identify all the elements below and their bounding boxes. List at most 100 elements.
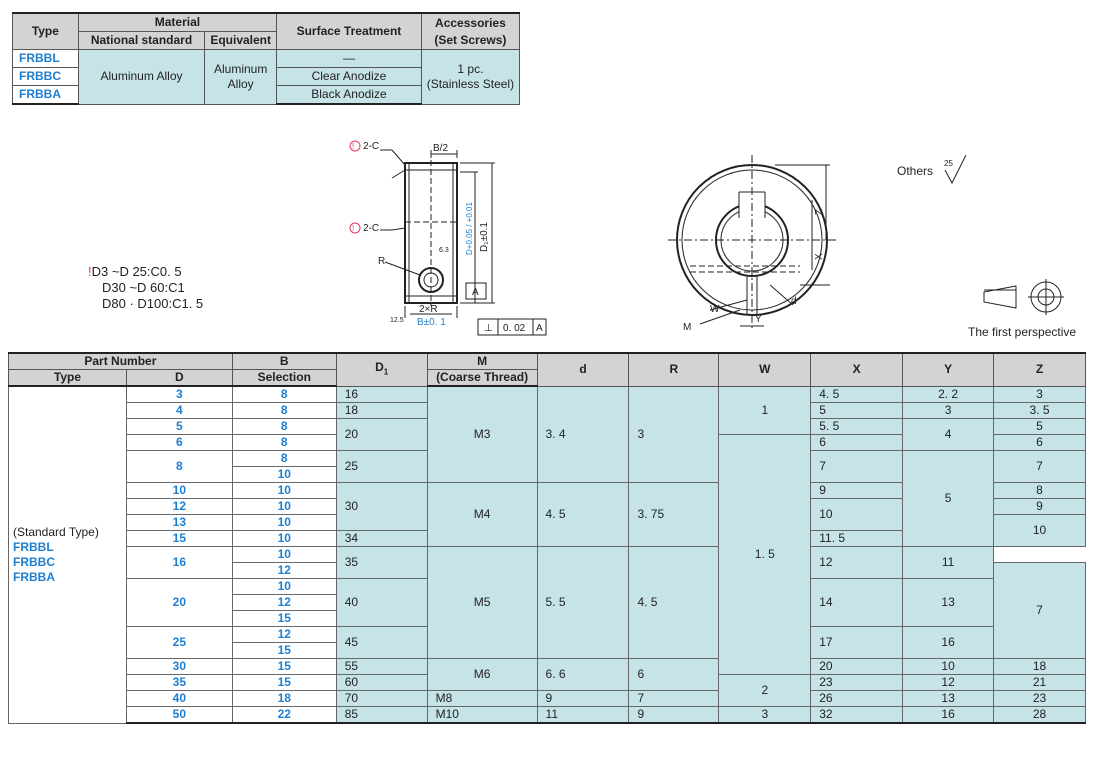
b-value: 10: [231, 546, 337, 563]
x-value: 26: [810, 690, 904, 707]
m-value: M3: [426, 385, 538, 483]
d-value: 13: [125, 514, 233, 531]
b-value: 10: [231, 466, 337, 483]
equivalent-value: Aluminum Alloy: [204, 49, 278, 105]
d-value: 4: [125, 402, 233, 419]
header-equivalent: Equivalent: [204, 31, 278, 50]
b-value: 8: [231, 450, 337, 467]
x-value: 6: [810, 434, 904, 451]
header-selection: Selection: [231, 369, 337, 387]
header-y: Y: [902, 352, 995, 387]
d-value: 6: [125, 434, 233, 451]
dim-x: X: [814, 253, 825, 260]
chamfer-mark-1: !: [352, 142, 354, 151]
z-value: 21: [993, 674, 1086, 691]
dd-value: 6. 6: [536, 658, 630, 691]
x-value: 32: [810, 706, 904, 724]
dd-value: 11: [536, 706, 630, 724]
d-value: 8: [125, 450, 233, 483]
x-value: 9: [810, 482, 904, 499]
m-value: M5: [426, 546, 538, 659]
b-value: 15: [231, 610, 337, 627]
r-value: 7: [628, 690, 720, 707]
header-accessories: Accessories(Set Screws): [420, 12, 521, 50]
y-value: 3: [902, 402, 995, 419]
d-value: 50: [125, 706, 233, 724]
d1-value: 20: [335, 418, 428, 451]
x-value: 20: [810, 658, 904, 675]
w-value: 1: [718, 385, 812, 435]
x-value: 10: [810, 498, 904, 531]
header-type: Type: [8, 369, 127, 387]
m-value: M4: [426, 482, 538, 547]
d1-value: 34: [335, 530, 428, 547]
d-value: 30: [125, 658, 233, 675]
header-d1: D1: [335, 352, 428, 387]
chamfer-label-2: 2-C: [363, 223, 379, 234]
header-z: Z: [993, 352, 1086, 387]
chamfer-note-line-2: D30 ~D 60:C1: [102, 280, 185, 295]
d1-value: 60: [335, 674, 428, 691]
header-surface: Surface Treatment: [276, 12, 422, 50]
technical-drawing: ! ! 2-C 2-C B/2 R 2×R B±0. 1 A ⊥ 0. 02 A…: [349, 140, 1064, 336]
z-value: 8: [993, 482, 1086, 499]
x-value: 17: [810, 626, 904, 659]
z-value: 16: [902, 626, 995, 659]
material-table: Type Material Surface Treatment Accessor…: [12, 12, 521, 105]
b-value: 18: [231, 690, 337, 707]
d1-value: 55: [335, 658, 428, 675]
dim-d1: D₁±0.1: [479, 222, 490, 252]
r-value: 3: [628, 385, 720, 483]
surface-none: —: [276, 49, 422, 68]
b-value: 10: [231, 530, 337, 547]
header-m: M: [426, 352, 538, 370]
b-value: 12: [231, 594, 337, 611]
b-value: 8: [231, 434, 337, 451]
perspective-label: The first perspective: [968, 325, 1077, 339]
header-material: Material: [77, 12, 278, 32]
d-value: 16: [125, 546, 233, 579]
d1-value: 25: [335, 450, 428, 483]
z-value: 5: [993, 418, 1086, 435]
type-frbbl: FRBBL: [12, 49, 79, 68]
accessory-value: 1 pc.(Stainless Steel): [420, 49, 521, 105]
x-value: 4. 5: [810, 385, 904, 403]
b-value: 15: [231, 642, 337, 659]
d1-value: 85: [335, 706, 428, 724]
z-value: 9: [993, 498, 1086, 515]
dimension-table: Part Number B D1 M d R W X Y Z Type D Se…: [8, 352, 1086, 724]
x-value: 5. 5: [810, 418, 904, 435]
y-value: 7: [993, 562, 1086, 659]
chamfer-note-mark: !: [88, 264, 92, 279]
perp-value: 0. 02: [503, 323, 526, 334]
header-type: Type: [12, 12, 79, 50]
chamfer-note: !D3 ~D 25:C0. 5 D30 ~D 60:C1 D80 · D100:…: [88, 264, 203, 312]
d1-value: 18: [335, 402, 428, 419]
y-value: 4: [902, 418, 995, 451]
datum-a: A: [472, 287, 479, 298]
d-value: 25: [125, 626, 233, 659]
roughness-12-5: 12.5: [390, 317, 404, 324]
dim-b-half: B/2: [433, 143, 448, 154]
r-value: 4. 5: [628, 546, 720, 659]
b-value: 12: [231, 562, 337, 579]
header-m-sub: (Coarse Thread): [426, 369, 538, 387]
w-value: 3: [718, 706, 812, 724]
dd-value: 9: [536, 690, 630, 707]
x-value: 23: [810, 674, 904, 691]
dim-b-tol: B±0. 1: [417, 317, 446, 328]
d-value: 35: [125, 674, 233, 691]
y-value: 2. 2: [902, 385, 995, 403]
x-value: 12: [810, 546, 904, 579]
header-d: D: [125, 369, 233, 387]
b-value: 10: [231, 578, 337, 595]
dim-m: M: [683, 322, 691, 333]
d1-value: 45: [335, 626, 428, 659]
z-value: 23: [993, 690, 1086, 707]
d-value: 12: [125, 498, 233, 515]
x-value: 14: [810, 578, 904, 627]
d-value: 15: [125, 530, 233, 547]
z-value: 10: [993, 514, 1086, 547]
roughness-value: 25: [944, 159, 953, 168]
d1-value: 16: [335, 385, 428, 403]
